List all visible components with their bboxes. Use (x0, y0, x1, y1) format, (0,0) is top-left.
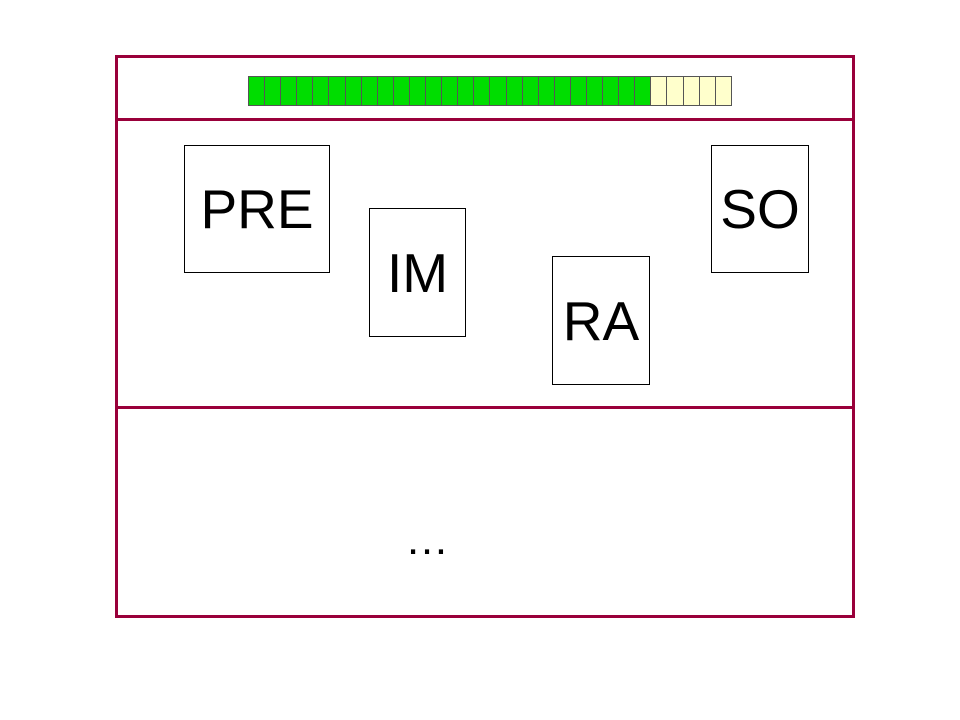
progress-segment-complete (329, 76, 346, 106)
progress-segment-complete (538, 76, 555, 106)
progress-segment-complete (522, 76, 539, 106)
progress-segment-complete (506, 76, 523, 106)
progress-segment-pending (683, 76, 700, 106)
progress-segment-complete (554, 76, 571, 106)
progress-segment-pending (667, 76, 684, 106)
card-im[interactable]: IM (369, 208, 466, 337)
progress-segment-complete (377, 76, 394, 106)
progress-segment-complete (458, 76, 475, 106)
progress-segment-complete (426, 76, 443, 106)
card-label: IM (386, 241, 449, 304)
progress-segment-complete (345, 76, 362, 106)
bottom-panel (115, 406, 855, 618)
progress-segment-complete (393, 76, 410, 106)
panel-divider (115, 118, 855, 121)
progress-segment-complete (474, 76, 491, 106)
progress-segment-complete (442, 76, 459, 106)
progress-segment-complete (635, 76, 652, 106)
progress-segment-complete (313, 76, 330, 106)
progress-segment-complete (281, 76, 298, 106)
progress-segment-complete (586, 76, 604, 106)
progress-bar (248, 76, 732, 106)
progress-segment-complete (248, 76, 266, 106)
ellipsis-text: … (405, 515, 449, 564)
card-label: RA (562, 289, 640, 352)
progress-segment-pending (651, 76, 668, 106)
card-ra[interactable]: RA (552, 256, 650, 385)
card-label: SO (720, 178, 800, 240)
card-label: PRE (200, 178, 314, 240)
progress-segment-complete (570, 76, 587, 106)
progress-segment-pending (715, 76, 732, 106)
progress-segment-complete (265, 76, 282, 106)
progress-segment-complete (490, 76, 507, 106)
card-pre[interactable]: PRE (184, 145, 330, 273)
progress-segment-complete (409, 76, 427, 106)
card-so[interactable]: SO (711, 145, 809, 273)
progress-segment-complete (297, 76, 314, 106)
progress-segment-complete (361, 76, 378, 106)
progress-segment-complete (619, 76, 636, 106)
progress-segment-complete (603, 76, 620, 106)
progress-segment-pending (699, 76, 716, 106)
